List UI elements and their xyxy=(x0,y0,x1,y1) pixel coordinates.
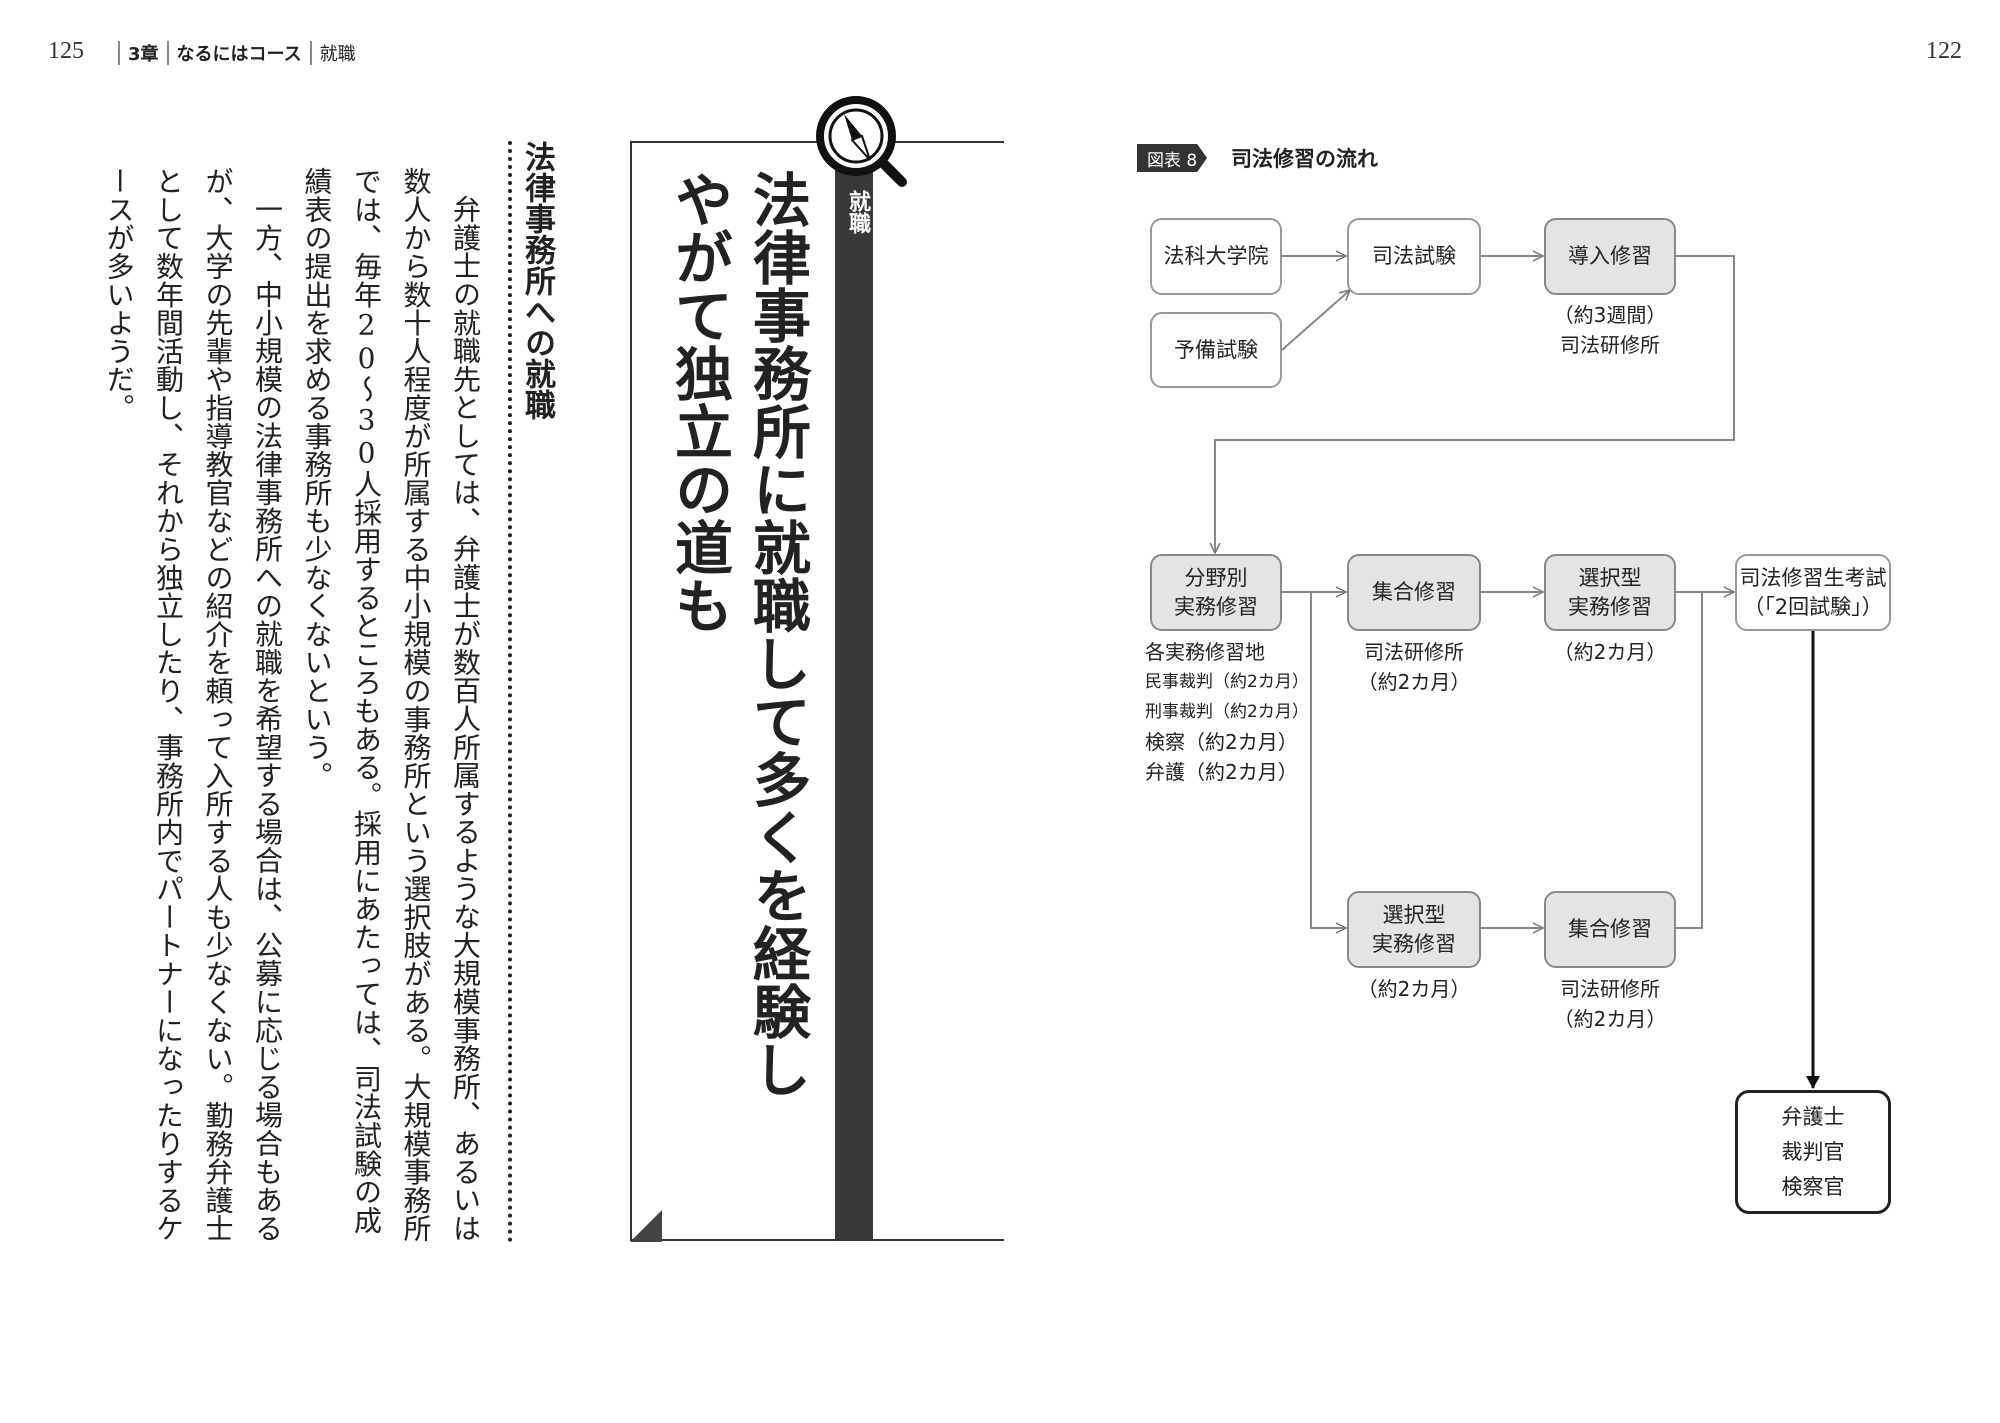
note-line: 弁護（約2カ月） xyxy=(1145,760,1298,784)
figure-tag: 図表 8 xyxy=(1137,144,1207,172)
node-field-training: 分野別 実務修習 xyxy=(1150,554,1282,631)
note-line: 検察（約2カ月） xyxy=(1145,730,1298,754)
course-label: なるにはコース xyxy=(176,44,302,65)
divider xyxy=(309,41,312,65)
note-line: 刑事裁判（約2カ月） xyxy=(1145,702,1309,722)
note-line: 民事裁判（約2カ月） xyxy=(1145,672,1309,692)
note-line: 司法研修所 xyxy=(1560,977,1660,1001)
magnifier-compass-icon xyxy=(816,96,907,187)
category-label: 就職 xyxy=(845,190,870,234)
node-group-training-a: 集合修習 xyxy=(1347,554,1481,631)
node-label: 予備試験 xyxy=(1174,337,1258,362)
node-label: 導入修習 xyxy=(1568,244,1652,268)
right-page-number: 122 xyxy=(1926,38,1962,64)
node-label: 選択型 xyxy=(1578,565,1642,590)
divider xyxy=(166,41,169,65)
note-line: （約2カ月） xyxy=(1553,1007,1667,1031)
field-training-note: 各実務修習地 民事裁判（約2カ月） 刑事裁判（約2カ月） 検察（約2カ月） 弁護… xyxy=(1145,637,1309,787)
arrow-intro-to-field xyxy=(1215,255,1735,553)
node-label: 法科大学院 xyxy=(1163,244,1269,268)
node-outcomes: 弁護士 裁判官 検察官 xyxy=(1735,1090,1891,1214)
node-label: 司法試験 xyxy=(1372,244,1456,268)
outcome-lawyer: 弁護士 xyxy=(1781,1104,1845,1129)
page-fold-corner xyxy=(630,1210,662,1242)
body-text: 弁護士の就職先としては、弁護士が数百人所属するような大規模事務所、あるいは数人か… xyxy=(103,167,490,1247)
category-bar xyxy=(835,160,873,1241)
node-law-school: 法科大学院 xyxy=(1150,218,1282,295)
node-elective-training-b: 選択型 実務修習 xyxy=(1347,891,1481,968)
node-label: 実務修習 xyxy=(1372,931,1456,956)
figure-title: 司法修習の流れ xyxy=(1231,147,1378,171)
arrow-group-b-to-exam xyxy=(1676,592,1703,929)
dotted-divider xyxy=(508,141,512,1243)
article-title: 法律事務所に就職して多くを経験し やがて独立の道も xyxy=(660,170,816,1230)
node-final-exam: 司法修習生考試 （「2回試験」） xyxy=(1735,554,1891,631)
paragraph: 一方、中小規模の法律事務所への就職を希望する場合は、公募に応じる場合もあるが、大… xyxy=(102,167,285,1243)
elective-training-b-note: （約2カ月） xyxy=(1357,977,1471,1001)
node-group-training-b: 集合修習 xyxy=(1544,891,1676,968)
node-prelim-exam: 予備試験 xyxy=(1150,312,1282,388)
note-line: 司法研修所 xyxy=(1364,640,1464,664)
section-heading: 法律事務所への就職 xyxy=(519,141,555,420)
node-label: 集合修習 xyxy=(1372,580,1456,604)
title-frame-top xyxy=(873,141,1004,143)
group-training-b-note: 司法研修所 （約2カ月） xyxy=(1520,974,1700,1034)
outcome-judge: 裁判官 xyxy=(1781,1139,1845,1164)
node-label: 実務修習 xyxy=(1174,594,1258,619)
chapter-label: 3章 xyxy=(128,44,159,65)
node-label: 集合修習 xyxy=(1568,917,1652,941)
node-label: 選択型 xyxy=(1382,902,1446,927)
node-label: （「2回試験」） xyxy=(1743,594,1883,619)
paragraph: 弁護士の就職先としては、弁護士が数百人所属するような大規模事務所、あるいは数人か… xyxy=(300,167,483,1243)
note-line: 各実務修習地 xyxy=(1145,640,1265,664)
arrow-field-to-elective-b xyxy=(1310,592,1346,928)
node-label: 司法修習生考試 xyxy=(1739,565,1887,590)
left-page-number: 125 xyxy=(48,38,84,64)
note-line: （約2カ月） xyxy=(1357,670,1471,694)
intro-training-note: （約3週間） 司法研修所 xyxy=(1520,300,1700,360)
node-elective-training-a: 選択型 実務修習 xyxy=(1544,554,1676,631)
node-label: 実務修習 xyxy=(1568,594,1652,619)
node-intro-training: 導入修習 xyxy=(1544,218,1676,295)
group-training-a-note: 司法研修所 （約2カ月） xyxy=(1324,637,1504,697)
outcome-prosecutor: 検察官 xyxy=(1781,1174,1845,1199)
running-header: 3章 なるにはコース 就職 xyxy=(110,40,356,66)
node-bar-exam: 司法試験 xyxy=(1347,218,1481,295)
arrow-prelim-to-exam xyxy=(1281,290,1350,351)
elective-training-a-note: （約2カ月） xyxy=(1553,640,1667,664)
title-line-1: 法律事務所に就職して多くを経験し xyxy=(743,170,811,1098)
section-label: 就職 xyxy=(319,44,356,65)
title-frame-bottom xyxy=(873,1239,1004,1241)
note-line: 司法研修所 xyxy=(1560,333,1660,357)
divider xyxy=(118,41,120,65)
node-label: 分野別 xyxy=(1184,565,1248,590)
note-line: （約3週間） xyxy=(1553,303,1667,327)
title-line-2: やがて独立の道も xyxy=(665,170,733,634)
